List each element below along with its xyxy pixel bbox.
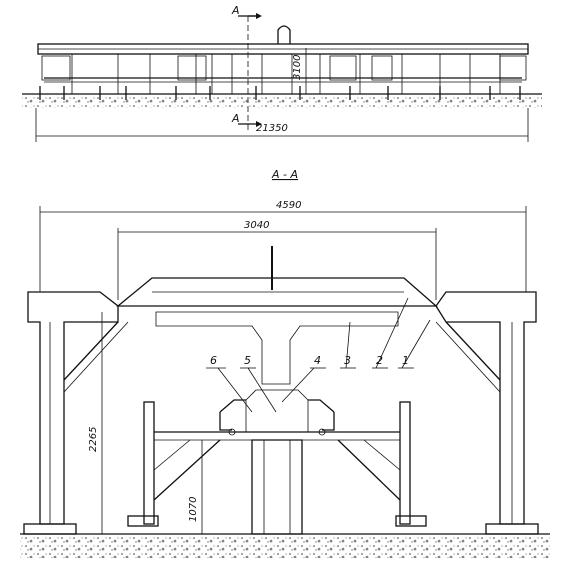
section-mark-top: A bbox=[231, 4, 240, 17]
dim-height: 3100 bbox=[292, 55, 303, 80]
callout-6: 6 bbox=[210, 354, 217, 367]
block bbox=[329, 55, 357, 81]
callout-1: 1 bbox=[402, 354, 409, 367]
callout-4: 4 bbox=[314, 354, 321, 367]
longitudinal-view: A A 3100 21350 bbox=[22, 4, 542, 142]
block bbox=[41, 55, 71, 81]
block bbox=[499, 55, 527, 81]
left-support-column bbox=[23, 291, 129, 535]
right-support-column bbox=[435, 291, 539, 535]
inner-frame bbox=[127, 401, 427, 527]
dim-outer-width: 4590 bbox=[276, 200, 301, 211]
t-beam bbox=[155, 311, 399, 385]
lifting-hook-icon bbox=[277, 25, 291, 44]
dim-inner-height: 1070 bbox=[188, 497, 199, 522]
callout-leaders bbox=[206, 297, 431, 413]
section-mark-bottom: A bbox=[231, 112, 240, 125]
block bbox=[177, 55, 207, 81]
block bbox=[371, 55, 393, 81]
dim-slab-width: 3040 bbox=[244, 220, 269, 231]
callout-3: 3 bbox=[344, 354, 351, 367]
section-title: A - A bbox=[271, 168, 298, 181]
ground-top bbox=[22, 94, 542, 108]
central-pedestal bbox=[219, 389, 335, 535]
cross-section-view: A - A 4590 3040 bbox=[20, 168, 550, 558]
callout-5: 5 bbox=[244, 354, 251, 367]
callout-2: 2 bbox=[376, 354, 383, 367]
ground-section bbox=[20, 534, 550, 558]
dim-length: 21350 bbox=[256, 123, 288, 134]
slab bbox=[116, 277, 438, 307]
dim-column-height: 2265 bbox=[88, 427, 99, 452]
